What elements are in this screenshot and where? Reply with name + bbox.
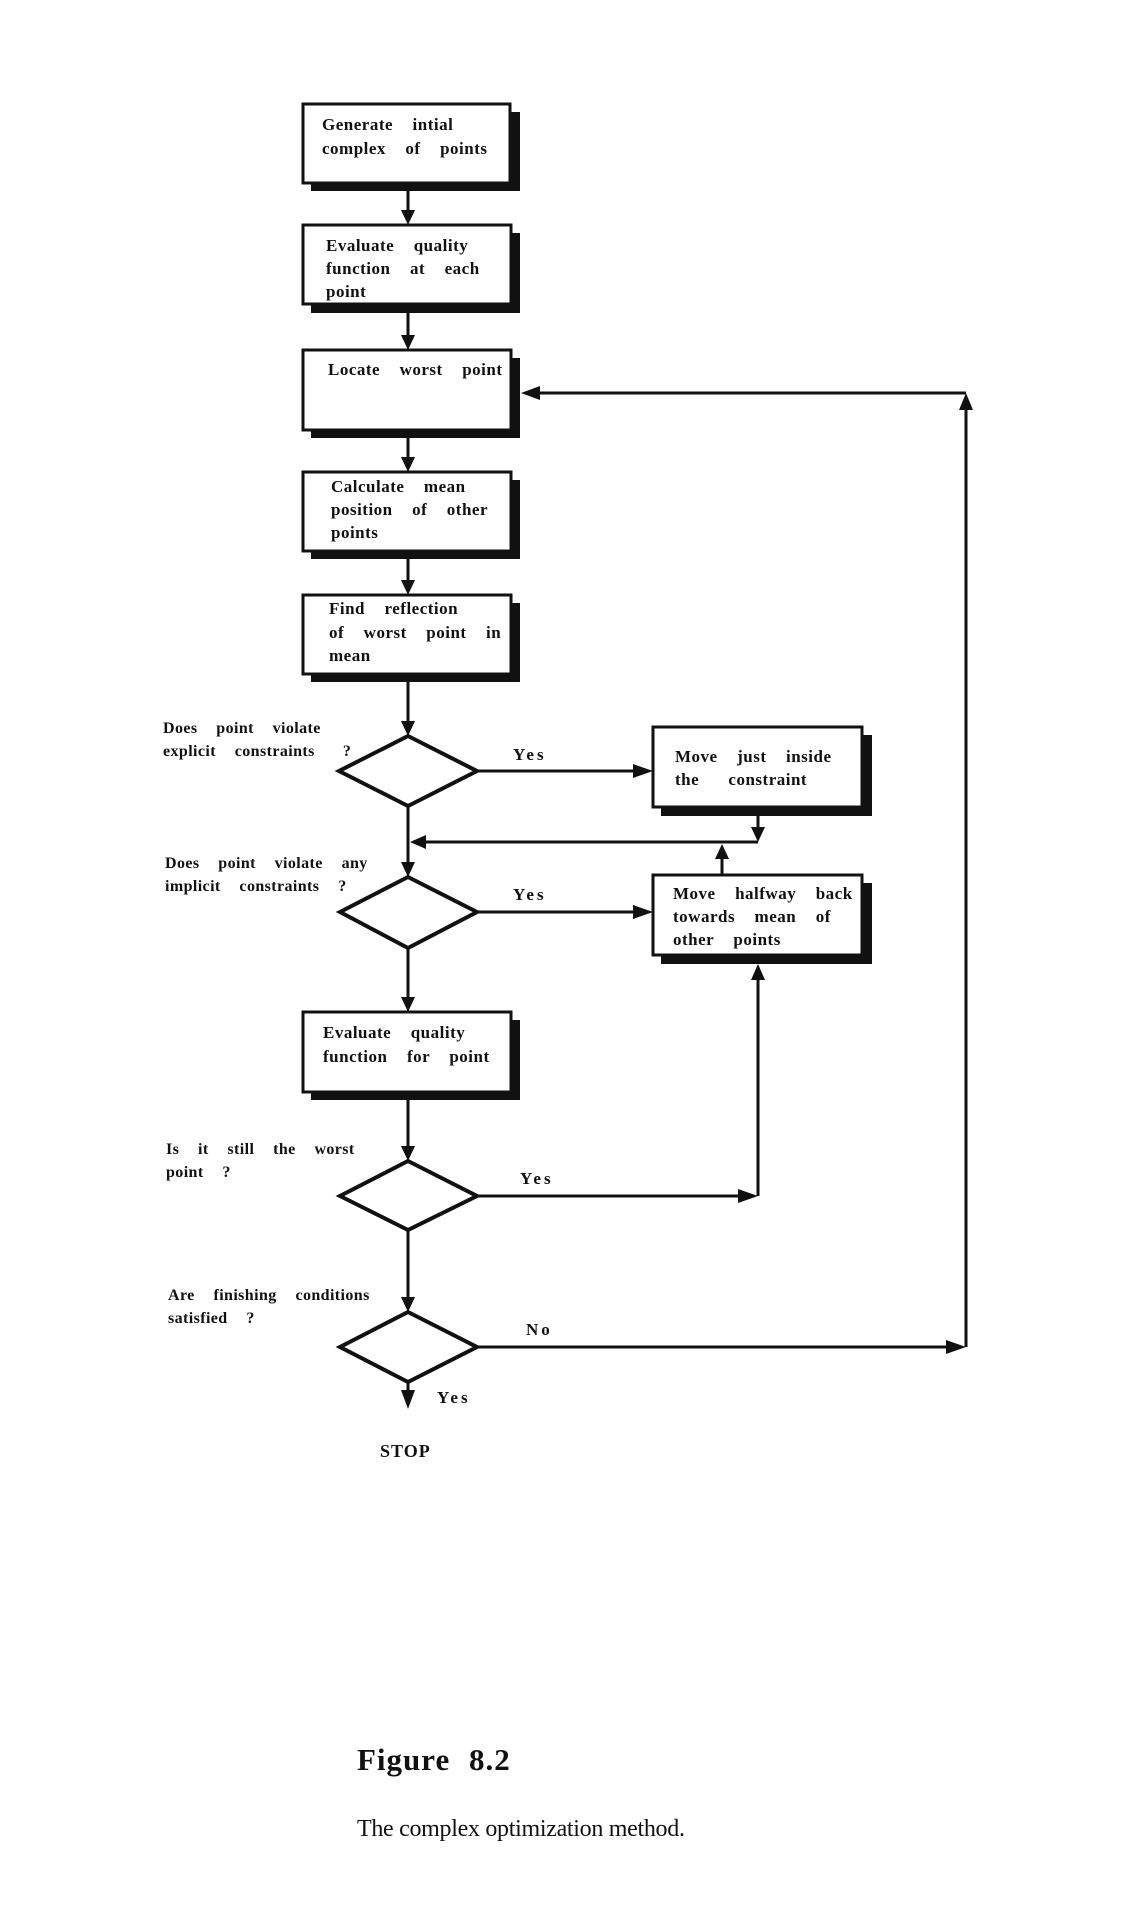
arrowhead-down-icon — [401, 335, 415, 350]
arrowhead-down-icon — [401, 210, 415, 225]
arrowhead-down-icon — [401, 721, 415, 736]
box-text-line: of worst point in — [329, 623, 501, 642]
question-text-line: implicit constraints ? — [165, 878, 347, 895]
arrowhead-up-icon — [959, 393, 973, 410]
edge-label-yes: Yes — [513, 885, 547, 904]
arrowhead-right-icon — [633, 905, 653, 919]
question-text-line: Are finishing conditions — [168, 1287, 370, 1304]
box-text-line: Move halfway back — [673, 884, 853, 903]
process-box-evaluate-point: Evaluate quality function for point — [301, 1010, 520, 1100]
box-text-line: other points — [673, 930, 781, 949]
box-text-line: function at each — [326, 259, 480, 278]
connector-reflect-to-explicit — [401, 682, 415, 736]
question-text-line: point ? — [166, 1164, 231, 1181]
connector-move-inside-return — [410, 816, 765, 849]
decision-diamond — [335, 1158, 482, 1233]
arrowhead-right-icon — [946, 1340, 966, 1354]
box-text-line: towards mean of — [673, 907, 831, 926]
box-text-line: point — [326, 282, 366, 301]
box-text-line: Move just inside — [675, 747, 832, 766]
box-frame — [301, 470, 513, 553]
arrowhead-left-icon — [521, 386, 540, 400]
process-box-generate: Generate intial complex of points — [301, 102, 520, 191]
connector-still-worst-yes: Yes — [477, 964, 765, 1203]
process-box-move-inside: Move just inside the constraint — [651, 725, 872, 816]
box-text-line: the constraint — [675, 770, 807, 789]
arrowhead-left-icon — [410, 835, 426, 849]
edge-label-yes: Yes — [520, 1169, 554, 1188]
edge-label-yes: Yes — [437, 1388, 471, 1407]
question-text-line: Is it still the worst — [166, 1141, 355, 1158]
connector-evaluate-point-to-worst — [401, 1100, 415, 1161]
stop-label: STOP — [380, 1441, 431, 1461]
question-text-line: Does point violate any — [165, 855, 368, 872]
arrowhead-up-icon — [715, 844, 729, 859]
box-text-line: Evaluate quality — [323, 1023, 465, 1042]
connector-evaluate-to-locate — [401, 313, 415, 350]
box-text-line: Generate intial — [322, 115, 453, 134]
box-frame — [651, 725, 864, 809]
figure-title: Figure 8.2 — [357, 1742, 511, 1777]
arrowhead-down-icon — [401, 1390, 415, 1409]
connector-implicit-to-evaluate-point — [401, 948, 415, 1012]
arrowhead-down-icon — [401, 580, 415, 595]
edge-label-no: No — [526, 1320, 553, 1339]
box-frame — [301, 593, 513, 676]
box-text-line: mean — [329, 646, 371, 665]
box-text-line: Find reflection — [329, 599, 458, 618]
decision-diamond — [335, 1309, 482, 1385]
process-box-evaluate-all: Evaluate quality function at each point — [301, 223, 520, 313]
box-text-line: Evaluate quality — [326, 236, 468, 255]
arrowhead-down-icon — [401, 1146, 415, 1161]
edge-label-yes: Yes — [513, 745, 547, 764]
process-box-reflect: Find reflection of worst point in mean — [301, 593, 520, 682]
box-frame — [301, 1010, 513, 1094]
process-box-locate-worst: Locate worst point — [301, 348, 520, 438]
figure-caption: The complex optimization method. — [357, 1816, 685, 1842]
box-text-line: points — [331, 523, 378, 542]
arrowhead-down-icon — [401, 457, 415, 472]
decision-implicit-constraints: Does point violate any implicit constrai… — [165, 855, 482, 951]
connector-calc-to-reflect — [401, 559, 415, 595]
box-frame — [651, 873, 864, 957]
connector-finish-no-loop: No — [477, 386, 973, 1354]
box-frame — [301, 348, 513, 432]
question-text-line: satisfied ? — [168, 1310, 255, 1327]
box-text-line: Calculate mean — [331, 477, 466, 496]
box-text-line: position of other — [331, 500, 488, 519]
box-text-line: complex of points — [322, 139, 488, 158]
connector-finish-to-stop: Yes — [401, 1382, 471, 1409]
process-box-move-halfway: Move halfway back towards mean of other … — [651, 873, 872, 964]
decision-finishing-conditions: Are finishing conditions satisfied ? — [168, 1287, 482, 1385]
connector-explicit-yes: Yes — [477, 745, 653, 778]
box-frame — [301, 223, 513, 306]
decision-explicit-constraints: Does point violate explicit constraints … — [163, 720, 482, 809]
box-text-line: function for point — [323, 1047, 490, 1066]
question-text-line: Does point violate — [163, 720, 321, 737]
connector-generate-to-evaluate — [401, 191, 415, 225]
process-box-calc-mean: Calculate mean position of other points — [301, 470, 520, 559]
arrowhead-right-icon — [633, 764, 653, 778]
arrowhead-down-icon — [401, 862, 415, 877]
connector-explicit-to-implicit — [401, 806, 415, 877]
decision-diamond — [335, 874, 482, 951]
decision-diamond — [334, 733, 482, 809]
connector-implicit-yes: Yes — [477, 885, 653, 919]
arrowhead-down-icon — [401, 997, 415, 1012]
arrowhead-down-icon — [751, 827, 765, 842]
arrowhead-down-icon — [401, 1297, 415, 1312]
arrowhead-up-icon — [751, 964, 765, 980]
connector-locate-to-calc — [401, 438, 415, 472]
arrowhead-right-icon — [738, 1189, 758, 1203]
connector-worst-to-finish — [401, 1230, 415, 1312]
box-text-line: Locate worst point — [328, 360, 502, 379]
decision-still-worst: Is it still the worst point ? — [166, 1141, 482, 1233]
box-frame — [301, 102, 512, 185]
question-text-line: explicit constraints ? — [163, 743, 351, 760]
connector-move-halfway-return — [715, 844, 729, 875]
